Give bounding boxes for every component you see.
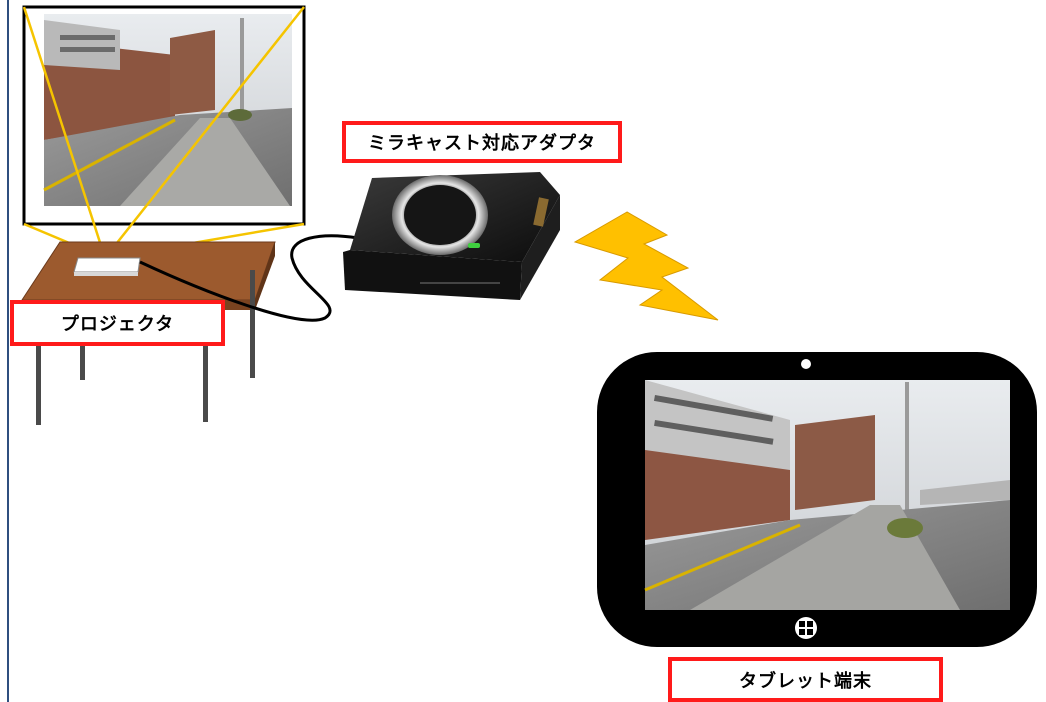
lightning-bolt-icon <box>573 211 719 321</box>
hdmi-cable <box>139 234 359 322</box>
projector-label: プロジェクタ <box>10 300 225 346</box>
projection-screen <box>22 5 306 226</box>
adapter-label: ミラキャスト対応アダプタ <box>342 121 622 163</box>
projector-device <box>73 257 141 276</box>
tablet-label: タブレット端末 <box>668 657 943 702</box>
tablet-camera-icon <box>801 359 811 369</box>
left-border-line <box>7 0 9 702</box>
miracast-adapter <box>343 172 560 300</box>
windows-logo-icon <box>795 617 817 639</box>
screen-photo <box>43 14 292 206</box>
tablet-device <box>597 352 1037 647</box>
tablet-screen-photo <box>644 380 1010 610</box>
